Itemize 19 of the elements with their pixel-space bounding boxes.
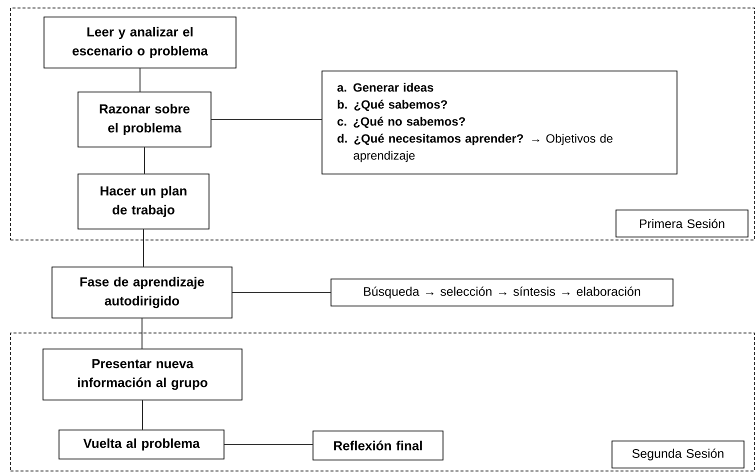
process-box: Leer y analizar el escenario o problema [44,16,236,68]
process-box: Hacer un plan de trabajo [78,174,210,230]
connector-line [144,147,145,174]
session-region [10,8,755,240]
process-box: Razonar sobre el problema [78,92,212,148]
connector-line [232,292,331,293]
connector-line [224,444,313,445]
connector-line [142,400,143,430]
process-box: Presentar nueva información al grupo [42,348,242,400]
connector-line [143,229,144,267]
session-region [10,332,755,472]
label-box: Primera Sesión [616,210,748,238]
label-box: Búsqueda → selección → síntesis → elaboración [330,278,674,306]
process-box: Vuelta al problema [58,430,224,460]
label-box: Segunda Sesión [612,440,744,468]
process-box: Reflexión final [312,430,444,460]
list-box: a. Generar ideas b. ¿Qué sabemos? c. ¿Qué no sabemos? d. ¿Qué necesitamos aprender? → Objetivos de aprendizaje [322,70,678,174]
connector-line [211,119,322,120]
process-box: Fase de aprendizaje autodirigido [52,266,232,318]
